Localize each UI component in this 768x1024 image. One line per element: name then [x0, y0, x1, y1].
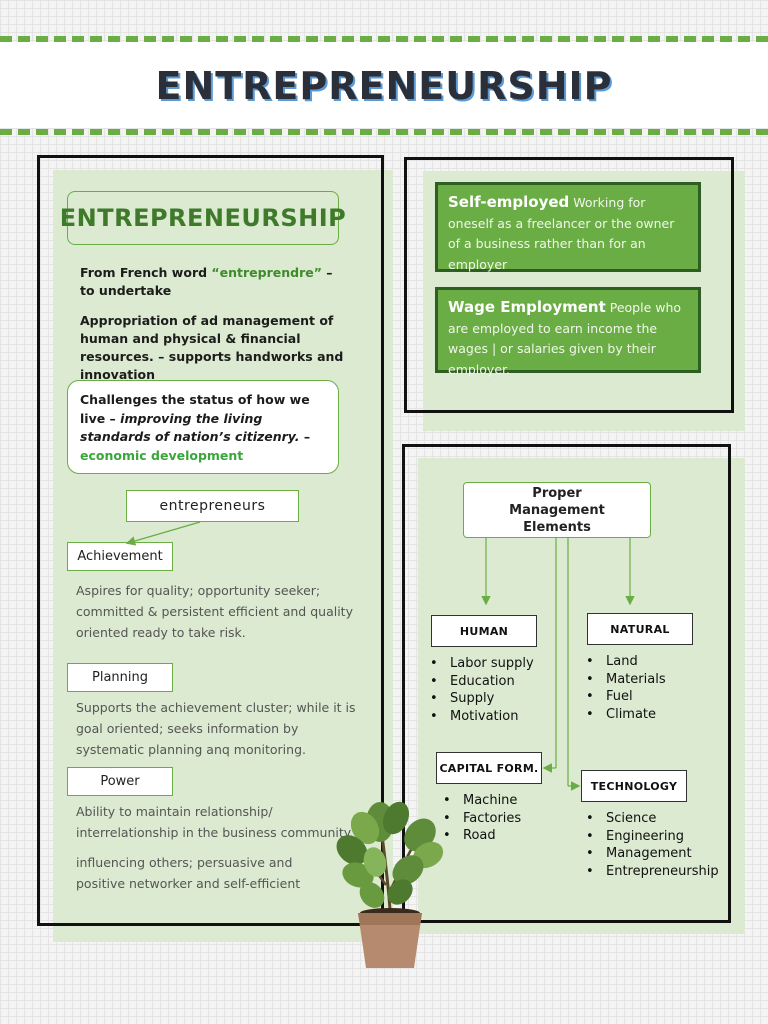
cluster-label-planning: Planning [67, 663, 173, 692]
list-item: Fuel [584, 688, 666, 706]
list-item: Climate [584, 706, 666, 724]
challenge-box: Challenges the status of how we live – i… [67, 380, 339, 474]
wage-employment-text: People who are employed to earn income t… [448, 300, 682, 377]
potted-plant-icon [336, 801, 444, 968]
challenge-line1: Challenges the status of how we live – [80, 392, 310, 426]
self-employed-box: Self-employed Working for oneself as a f… [435, 182, 701, 272]
cluster-text-power: Ability to maintain relationship/ interr… [76, 804, 354, 840]
cluster-label-power: Power [67, 767, 173, 796]
left-panel-frame [37, 155, 384, 926]
cluster-text-power-2: influencing others; persuasive and posit… [76, 855, 301, 891]
origin-suffix: – to undertake [80, 265, 333, 298]
self-employed-text: Working for oneself as a freelancer or t… [448, 195, 675, 272]
list-item: Land [584, 653, 666, 671]
origin-word: “entreprendre” [211, 265, 322, 280]
list-item: Entrepreneurship [584, 863, 719, 881]
list-human: Labor supply Education Supply Motivation [428, 655, 534, 725]
list-capital-formation: Machine Factories Road [441, 792, 521, 845]
entrepreneurs-label: entrepreneurs [126, 490, 299, 522]
wage-employment-box: Wage Employment People who are employed … [435, 287, 701, 377]
list-item: Road [441, 827, 521, 845]
category-human: HUMAN [431, 615, 537, 647]
list-item: Engineering [584, 828, 719, 846]
header-band [0, 42, 768, 128]
challenge-highlight: economic development [80, 447, 244, 463]
list-item: Science [584, 810, 719, 828]
list-technology: Science Engineering Management Entrepren… [584, 810, 719, 880]
list-item: Machine [441, 792, 521, 810]
cluster-text-planning: Supports the achievement cluster; while … [76, 700, 356, 757]
challenge-italic: improving the living standards of nation… [80, 410, 300, 445]
cluster-label-achievement: Achievement [67, 542, 173, 571]
management-title-box: Proper Management Elements [463, 482, 651, 538]
category-technology: TECHNOLOGY [581, 770, 687, 802]
list-item: Supply [428, 690, 534, 708]
challenge-dash: – [299, 429, 311, 444]
list-natural: Land Materials Fuel Climate [584, 653, 666, 723]
category-capital-formation: CAPITAL FORM. [436, 752, 542, 784]
left-title-box: ENTREPRENEURSHIP [60, 191, 346, 245]
origin-paragraph: From French word “entreprendre” – to und… [80, 264, 342, 300]
employment-panel-frame [404, 157, 734, 413]
list-item: Management [584, 845, 719, 863]
appropriation-paragraph: Appropriation of ad management of human … [80, 313, 344, 382]
management-panel-frame [402, 444, 731, 923]
management-title: Proper Management Elements [509, 485, 605, 535]
list-item: Materials [584, 671, 666, 689]
top-dashed-border [0, 36, 768, 42]
page-title: ENTREPRENEURSHIP [155, 64, 613, 108]
list-item: Labor supply [428, 655, 534, 673]
list-item: Motivation [428, 708, 534, 726]
self-employed-term: Self-employed [448, 193, 570, 211]
category-natural: NATURAL [587, 613, 693, 645]
wage-employment-term: Wage Employment [448, 298, 606, 316]
list-item: Factories [441, 810, 521, 828]
origin-prefix: From French word [80, 265, 212, 280]
bottom-dashed-border [0, 129, 768, 135]
cluster-text-achievement: Aspires for quality; opportunity seeker;… [76, 583, 353, 640]
left-title: ENTREPRENEURSHIP [59, 204, 347, 232]
list-item: Education [428, 673, 534, 691]
